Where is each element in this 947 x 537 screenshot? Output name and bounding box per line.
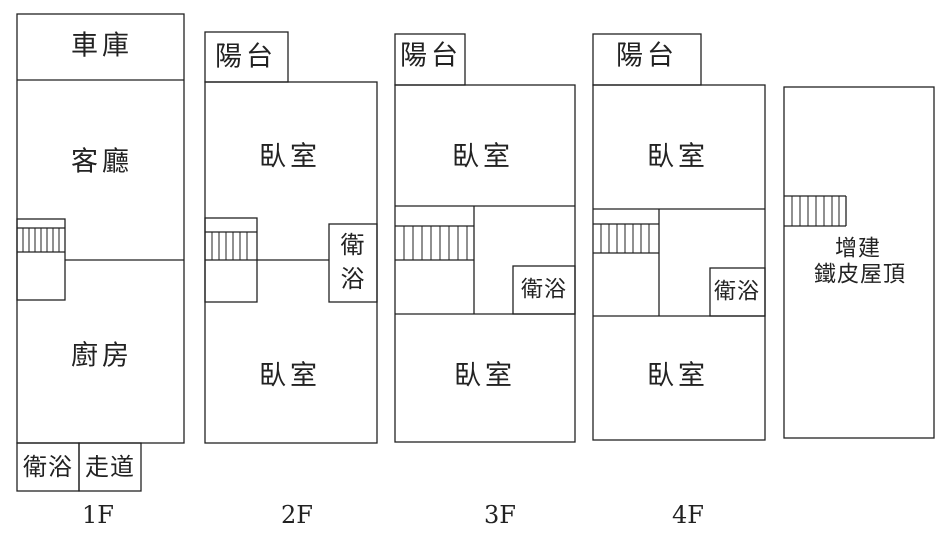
f1-floor-label: 1F xyxy=(82,501,114,529)
roof-outline xyxy=(783,86,935,439)
roof-label-line2: 鐵皮屋頂 xyxy=(814,263,906,288)
f3-balcony-label: 陽台 xyxy=(400,41,462,72)
f2-bath-label-2: 浴 xyxy=(341,265,366,293)
f3-staircase xyxy=(395,225,474,261)
floor-3: 陽台 臥室 衛浴 臥室 3F xyxy=(394,33,576,529)
f4-bedroom-front-label: 臥室 xyxy=(647,142,709,173)
f3-bedroom-front-label: 臥室 xyxy=(452,142,514,173)
f4-balcony-label: 陽台 xyxy=(616,41,678,72)
f1-staircase xyxy=(17,227,65,253)
f4-floor-label: 4F xyxy=(672,501,704,529)
f3-bedroom-rear-label: 臥室 xyxy=(454,361,516,392)
f1-stair-box xyxy=(16,218,66,301)
roof-level: 增建 鐵皮屋頂 xyxy=(783,86,935,439)
floor-2: 陽台 臥室 衛 浴 臥室 2F xyxy=(204,31,378,529)
f2-bedroom-rear-label: 臥室 xyxy=(259,361,321,392)
f2-staircase xyxy=(205,231,257,261)
f1-bath-label: 衛浴 xyxy=(23,453,73,481)
f4-bath-label: 衛浴 xyxy=(714,280,760,305)
f2-balcony-label: 陽台 xyxy=(215,42,277,73)
f2-bedroom-front-label: 臥室 xyxy=(259,142,321,173)
f4-bath-box xyxy=(709,267,766,317)
f4-bedroom-rear-label: 臥室 xyxy=(647,361,709,392)
f1-corridor-box xyxy=(78,442,142,492)
f3-outline xyxy=(394,84,576,443)
floor-4: 陽台 臥室 衛浴 臥室 4F xyxy=(592,33,766,529)
f3-floor-label: 3F xyxy=(484,501,516,529)
f1-kitchen-label: 廚房 xyxy=(71,341,133,372)
f2-floor-label: 2F xyxy=(281,501,313,529)
f4-staircase xyxy=(593,223,659,254)
f4-outline xyxy=(592,84,766,441)
f2-bath-label-1: 衛 xyxy=(341,231,366,259)
roof-staircase xyxy=(784,195,847,227)
f3-bath-box xyxy=(512,265,576,315)
f3-bath-label: 衛浴 xyxy=(521,278,567,303)
f2-bath-box xyxy=(328,223,378,303)
roof-label-line1: 增建 xyxy=(835,237,881,262)
f1-living-label: 客廳 xyxy=(71,147,133,178)
f1-garage-label: 車庫 xyxy=(71,31,133,62)
f1-corridor-label: 走道 xyxy=(85,453,135,481)
floor-1: 車庫 客廳 廚房 衛浴 走道 1F xyxy=(16,13,185,529)
